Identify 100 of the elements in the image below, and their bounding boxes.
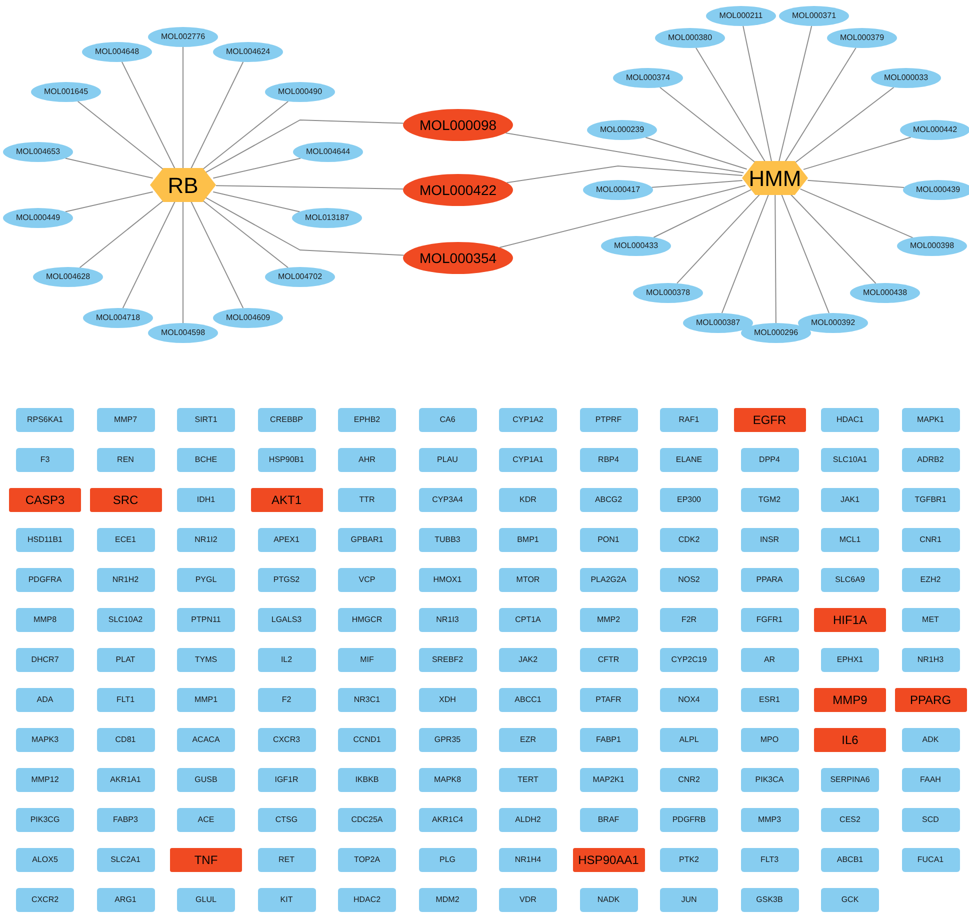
target-box: GPBAR1	[338, 528, 396, 552]
target-box: EPHX1	[821, 648, 879, 672]
target-box: HSD11B1	[16, 528, 74, 552]
edge-line	[781, 194, 830, 314]
target-box: PTGS2	[258, 568, 316, 592]
target-box: ABCG2	[580, 488, 638, 512]
edge-line	[121, 61, 176, 170]
edge-line	[784, 47, 856, 162]
target-box: MIF	[338, 648, 396, 672]
edge-line	[800, 188, 914, 238]
target-box: MAPK1	[902, 408, 960, 432]
target-box: JAK2	[499, 648, 557, 672]
compound-ellipse: MOL000380	[655, 28, 725, 48]
target-box: IDH1	[177, 488, 235, 512]
target-box: RBP4	[580, 448, 638, 472]
target-box: EZH2	[902, 568, 960, 592]
target-box: HSP90AA1	[572, 848, 644, 872]
target-box: FABP3	[96, 808, 154, 832]
target-box: HDAC2	[338, 888, 396, 912]
target-box: SREBF2	[418, 648, 476, 672]
target-box: F2	[258, 688, 316, 712]
target-box: CFTR	[580, 648, 638, 672]
target-box: CDK2	[660, 528, 718, 552]
target-box: ALDH2	[499, 808, 557, 832]
target-box: FUCA1	[902, 848, 960, 872]
target-box: MDM2	[418, 888, 476, 912]
target-box: TERT	[499, 768, 557, 792]
edge-line	[807, 180, 905, 188]
target-box: HMOX1	[418, 568, 476, 592]
target-box: NR1H3	[902, 648, 960, 672]
target-box: CYP2C19	[660, 648, 718, 672]
target-box: MMP3	[740, 808, 798, 832]
target-box: ECE1	[96, 528, 154, 552]
compound-ellipse: MOL000033	[871, 68, 941, 88]
target-box: PIK3CA	[740, 768, 798, 792]
target-box: IL2	[258, 648, 316, 672]
target-box: PYGL	[177, 568, 235, 592]
edge-line	[789, 192, 876, 284]
target-box: PTPRF	[580, 408, 638, 432]
target-box: RAF1	[660, 408, 718, 432]
edge-line	[190, 200, 244, 309]
target-box: DHCR7	[16, 648, 74, 672]
target-box: ARG1	[96, 888, 154, 912]
target-box: FGFR1	[740, 608, 798, 632]
target-box: REN	[96, 448, 154, 472]
target-box: MTOR	[499, 568, 557, 592]
target-box: CASP3	[9, 488, 81, 512]
target-box: NOX4	[660, 688, 718, 712]
target-box: GCK	[821, 888, 879, 912]
target-box: F2R	[660, 608, 718, 632]
target-box: JAK1	[821, 488, 879, 512]
target-box: MAP2K1	[580, 768, 638, 792]
target-box: IL6	[814, 728, 886, 752]
compound-ellipse: MOL000438	[850, 283, 920, 303]
target-box: ADK	[902, 728, 960, 752]
target-box: XDH	[418, 688, 476, 712]
edge-line	[651, 180, 743, 188]
target-box: CYP1A1	[499, 448, 557, 472]
target-box: PTK2	[660, 848, 718, 872]
target-box: SRC	[90, 488, 162, 512]
edge-line	[64, 158, 154, 179]
target-box: PIK3CG	[16, 808, 74, 832]
target-box: MET	[902, 608, 960, 632]
edge-line	[204, 196, 404, 256]
edge-line	[215, 185, 404, 190]
target-box: CTSG	[258, 808, 316, 832]
compound-ellipse: MOL004653	[3, 142, 73, 162]
edge-line	[200, 198, 289, 268]
compound-ellipse: MOL000387	[683, 313, 753, 333]
target-box: ALOX5	[16, 848, 74, 872]
target-box: MMP12	[16, 768, 74, 792]
compound-ellipse: MOL000449	[3, 208, 73, 228]
target-box: CDC25A	[338, 808, 396, 832]
target-box: KDR	[499, 488, 557, 512]
edge-line	[659, 86, 758, 164]
target-box: ADA	[16, 688, 74, 712]
target-box: MAPK3	[16, 728, 74, 752]
target-box: AKR1A1	[96, 768, 154, 792]
target-box: IKBKB	[338, 768, 396, 792]
compound-ellipse: MOL004648	[82, 42, 152, 62]
target-box: BMP1	[499, 528, 557, 552]
target-box: EP300	[660, 488, 718, 512]
compound-ellipse: MOL000422	[403, 174, 513, 206]
target-box: ACE	[177, 808, 235, 832]
target-box: EZR	[499, 728, 557, 752]
compound-ellipse: MOL000490	[265, 82, 335, 102]
target-box: TGM2	[740, 488, 798, 512]
target-box: AKT1	[250, 488, 322, 512]
compound-ellipse: MOL000296	[741, 323, 811, 343]
edge-line	[742, 25, 772, 162]
target-box: MPO	[740, 728, 798, 752]
target-box: PPARA	[740, 568, 798, 592]
target-box: MMP9	[814, 688, 886, 712]
target-box: ABCC1	[499, 688, 557, 712]
target-box: MMP7	[96, 408, 154, 432]
target-box: APEX1	[258, 528, 316, 552]
target-box: SLC10A2	[96, 608, 154, 632]
target-box: CPT1A	[499, 608, 557, 632]
compound-ellipse: MOL004718	[83, 308, 153, 328]
target-box: ACACA	[177, 728, 235, 752]
